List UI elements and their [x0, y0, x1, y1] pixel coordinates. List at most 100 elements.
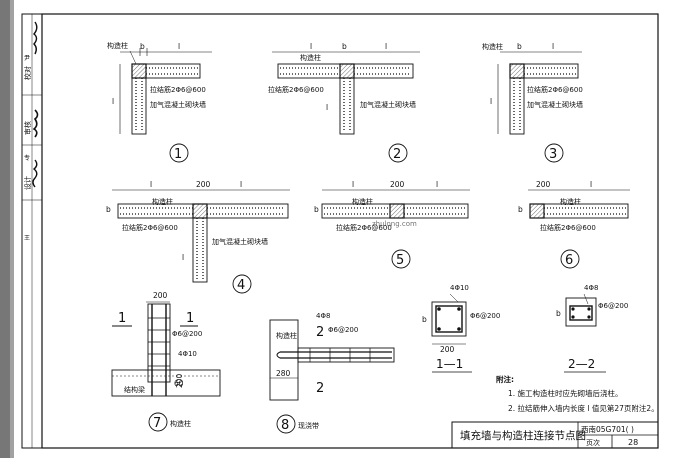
wall-label: 加气混凝土砌块墙 — [527, 100, 583, 109]
section-2-2: 4Φ8 Φ6@200 b 2—2 — [556, 284, 628, 373]
detail-number: 5 — [396, 253, 404, 268]
watermark: zhulong.com — [372, 220, 417, 228]
scan-edge — [0, 0, 10, 458]
wall-label: 加气混凝土砌块墙 — [212, 237, 268, 246]
sidebar-label-design: 设计 — [23, 176, 32, 190]
bars-label: 4Φ10 — [450, 284, 469, 292]
section-name: 1—1 — [436, 357, 463, 371]
note-2: 2. 拉结筋伸入墙内长度 l 值见第27页附注2。 — [508, 403, 659, 413]
col-label: 构造柱 — [560, 197, 581, 206]
note-1: 1. 施工构造柱时应先砌墙后浇柱。 — [508, 388, 623, 398]
col-label: 构造柱 — [152, 197, 173, 206]
col-label: 构造柱 — [482, 42, 503, 51]
dim-l: l — [385, 42, 387, 51]
sidebar-label-review: 审核 — [23, 121, 32, 135]
atlas-number: 西南05G701( ) — [581, 424, 634, 434]
dim-l: l — [310, 42, 312, 51]
wall-label: 加气混凝土砌块墙 — [150, 100, 206, 109]
notes: 附注: 1. 施工构造柱时应先砌墙后浇柱。 2. 拉结筋伸入墙内长度 l 值见第… — [496, 374, 659, 413]
detail-1: b l 构造柱 l 拉结筋2Φ6@600 加气混凝土砌块墙 1 — [107, 41, 212, 163]
tie-label: 拉结筋2Φ6@600 — [122, 223, 178, 232]
detail-label: 现浇带 — [298, 421, 319, 430]
dim-b: b — [314, 205, 319, 214]
tie-label: 拉结筋2Φ6@600 — [527, 85, 583, 94]
dim-l: l — [352, 180, 354, 189]
dim-200: 200 — [196, 180, 211, 189]
notes-title: 附注: — [496, 374, 514, 384]
detail-label: 构造柱 — [170, 419, 191, 428]
detail-number: 2 — [393, 147, 401, 162]
detail-number: 1 — [174, 147, 182, 162]
dim-200v: 200 — [175, 373, 184, 388]
col-label: 构造柱 — [107, 41, 128, 50]
dim-b: b — [422, 315, 427, 324]
dim-b: b — [342, 42, 347, 51]
section-name: 2—2 — [568, 357, 595, 371]
dim-l-v: l — [112, 97, 114, 106]
section-1-1: 4Φ10 Φ6@200 b 200 1—1 — [422, 284, 500, 373]
sidebar-small-3: 王 — [24, 235, 30, 242]
detail-4: 200 l l b 构造柱 l 拉结筋2Φ6@600 加气混凝土砌块墙 4 — [106, 180, 290, 294]
dim-60: 60 — [174, 379, 184, 388]
stirrup-label: Φ6@200 — [172, 330, 202, 338]
dim-l: l — [436, 180, 438, 189]
dim-200: 200 — [153, 291, 168, 300]
tie-label: 拉结筋2Φ6@600 — [268, 85, 324, 94]
dim-200: 200 — [390, 180, 405, 189]
stirrup-label: Φ6@200 — [598, 302, 628, 310]
detail-number: 6 — [565, 253, 573, 268]
dim-l-v: l — [490, 97, 492, 106]
dim-b: b — [517, 42, 522, 51]
dim-b: b — [106, 205, 111, 214]
cut-mark: 2 — [316, 325, 324, 340]
dim-l-v: l — [182, 253, 184, 262]
detail-5: 200 l l b 构造柱 拉结筋2Φ6@600 5 — [314, 180, 470, 269]
dim-l: l — [178, 42, 180, 51]
page-number: 28 — [628, 438, 638, 447]
detail-2: b l l 构造柱 l 拉结筋2Φ6@600 加气混凝土砌块墙 2 — [268, 42, 420, 163]
beam-label: 结构梁 — [124, 385, 145, 394]
detail-number: 7 — [153, 416, 161, 431]
stirrup-label: Φ6@200 — [328, 326, 358, 334]
detail-number: 4 — [237, 278, 245, 293]
dim-b: b — [556, 309, 561, 318]
dim-200: 200 — [536, 180, 551, 189]
detail-number: 8 — [281, 418, 289, 433]
sidebar-label-check: 校对 — [23, 66, 32, 80]
bars-label: 4Φ8 — [584, 284, 598, 292]
detail-8: 4Φ8 2 Φ6@200 构造柱 280 2 8 现浇带 — [269, 312, 395, 434]
cut-mark: 1 — [118, 311, 126, 326]
signature-3 — [32, 159, 38, 188]
dim-280: 280 — [276, 369, 291, 378]
wall-label: 加气混凝土砌块墙 — [360, 100, 416, 109]
page-label: 页次 — [586, 438, 600, 447]
drawing-title: 填充墙与构造柱连接节点图 — [460, 429, 586, 442]
col-label: 构造柱 — [300, 53, 321, 62]
col-label: 构造柱 — [276, 331, 297, 340]
dim-l: l — [590, 180, 592, 189]
tie-label: 拉结筋2Φ6@600 — [336, 223, 392, 232]
dim-b: b — [140, 42, 145, 51]
bars-label: 4Φ10 — [178, 350, 197, 358]
tie-label: 拉结筋2Φ6@600 — [540, 223, 596, 232]
dim-l: l — [240, 180, 242, 189]
stirrup-label: Φ6@200 — [470, 312, 500, 320]
detail-3: b l 构造柱 l 拉结筋2Φ6@600 加气混凝土砌块墙 3 — [482, 42, 583, 163]
cut-mark: 2 — [316, 381, 324, 396]
dim-l: l — [150, 180, 152, 189]
sidebar-small-1: 尹 — [24, 55, 30, 62]
signature-1 — [33, 21, 38, 55]
bars-label: 4Φ8 — [316, 312, 330, 320]
signature-2 — [32, 109, 39, 138]
dim-200: 200 — [440, 345, 455, 354]
dim-b: b — [518, 205, 523, 214]
dim-l: l — [552, 42, 554, 51]
cut-mark: 1 — [186, 311, 194, 326]
sidebar: 校对 审核 设计 尹 专 王 — [21, 13, 43, 449]
detail-7: 200 1 1 Φ6@200 4Φ10 结构梁 60 200 7 构造柱 — [111, 291, 221, 432]
detail-number: 3 — [549, 147, 557, 162]
detail-6: 200 l b 构造柱 拉结筋2Φ6@600 6 — [518, 180, 630, 269]
dim-l-v: l — [326, 103, 328, 112]
title-block: 填充墙与构造柱连接节点图 西南05G701( ) 页次 28 — [451, 421, 659, 449]
